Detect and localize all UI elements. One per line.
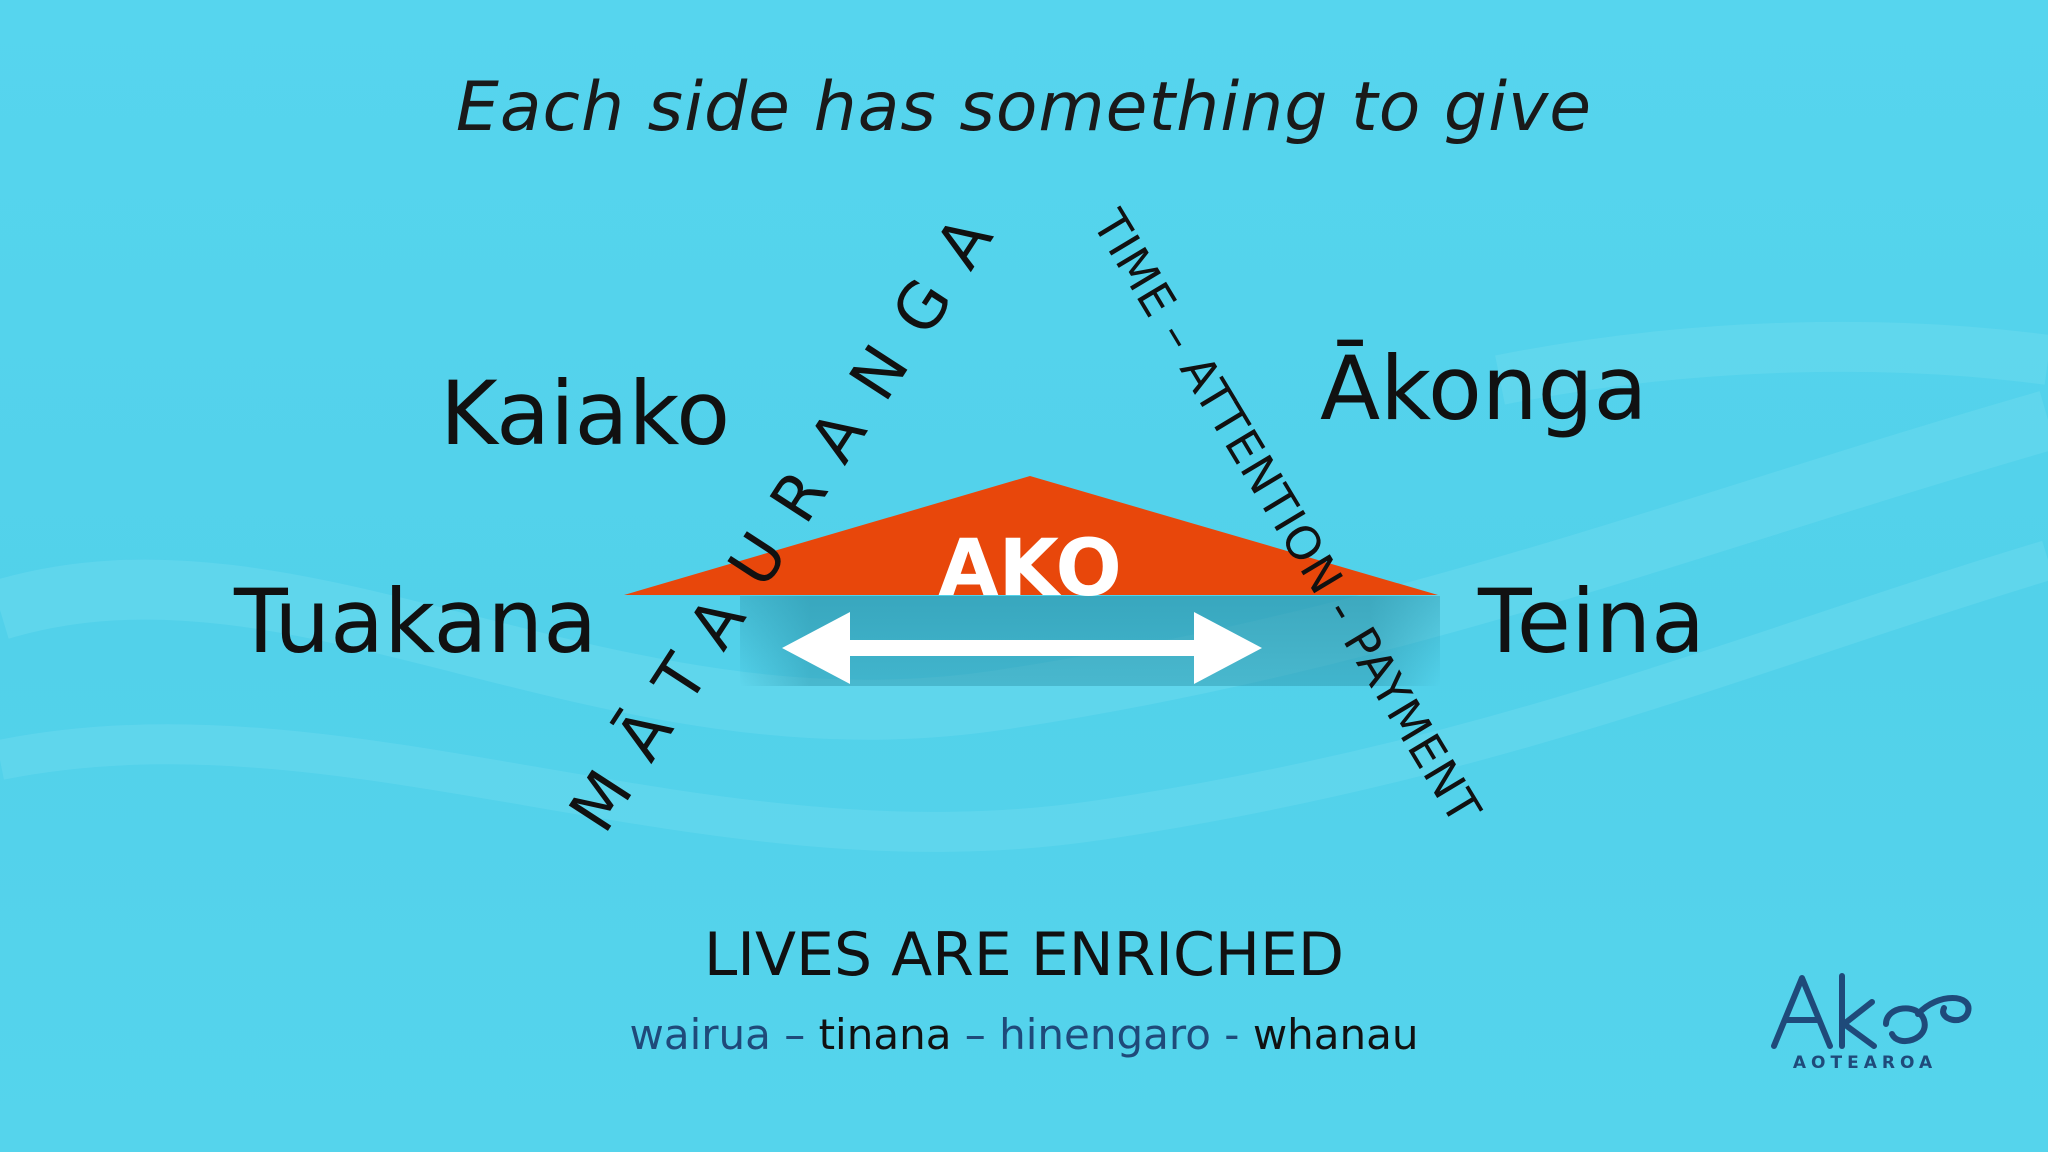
label-teina: Teina bbox=[1478, 570, 1706, 673]
footer-value-2: tinana bbox=[818, 1010, 952, 1059]
background-waves bbox=[0, 321, 2048, 852]
ako-triangle bbox=[624, 476, 1438, 595]
label-tuakana: Tuakana bbox=[234, 570, 598, 673]
ako-aotearoa-logo-icon bbox=[1771, 973, 1972, 1049]
logo-subtitle: AOTEAROA bbox=[1792, 1053, 1938, 1073]
center-label-ako: AKO bbox=[938, 524, 1122, 614]
footer-values: wairua – tinana – hinengaro - whanau bbox=[0, 1010, 2048, 1059]
label-kaiako: Kaiako bbox=[440, 362, 731, 465]
footer-value-4: hinengaro bbox=[999, 1010, 1211, 1059]
footer-value-5: - bbox=[1210, 1010, 1253, 1059]
footer-value-0: wairua bbox=[629, 1010, 771, 1059]
label-akonga: Ākonga bbox=[1320, 337, 1648, 440]
footer-value-3: – bbox=[951, 1010, 1000, 1059]
footer-title: LIVES ARE ENRICHED bbox=[703, 920, 1345, 990]
footer-value-6: whanau bbox=[1252, 1010, 1419, 1059]
slide-title: Each side has something to give bbox=[455, 68, 1593, 147]
footer-value-1: – bbox=[770, 1010, 819, 1059]
double-arrow-icon bbox=[782, 612, 1262, 684]
